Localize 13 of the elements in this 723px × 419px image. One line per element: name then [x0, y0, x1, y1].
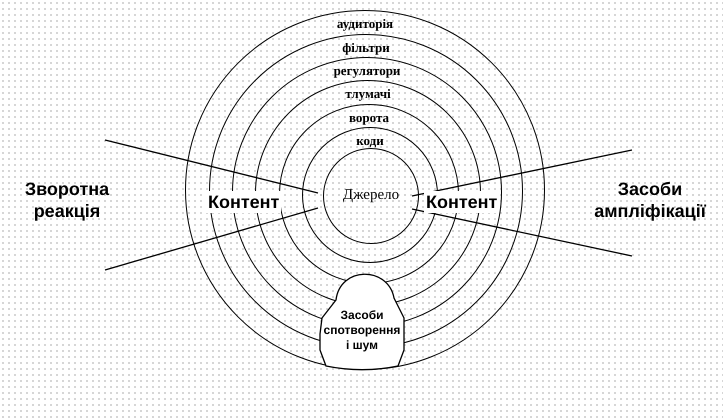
- ring-label: коди: [356, 133, 384, 148]
- ring-label: фільтри: [342, 40, 390, 55]
- ring-label: аудиторія: [336, 16, 394, 31]
- center-label: Джерело: [342, 187, 400, 204]
- center-circle: [323, 148, 419, 244]
- ring-label: тлумачі: [345, 86, 391, 101]
- ring-label: регулятори: [334, 63, 400, 78]
- content-label: Контент: [424, 191, 500, 213]
- content-label: Контент: [206, 191, 282, 213]
- ring-label: ворота: [348, 110, 390, 125]
- feedback-label: Зворотна реакція: [24, 178, 110, 222]
- amplification-label: Засоби ампліфікації: [593, 178, 708, 222]
- noise-label: Засоби спотворення і шум: [322, 308, 402, 353]
